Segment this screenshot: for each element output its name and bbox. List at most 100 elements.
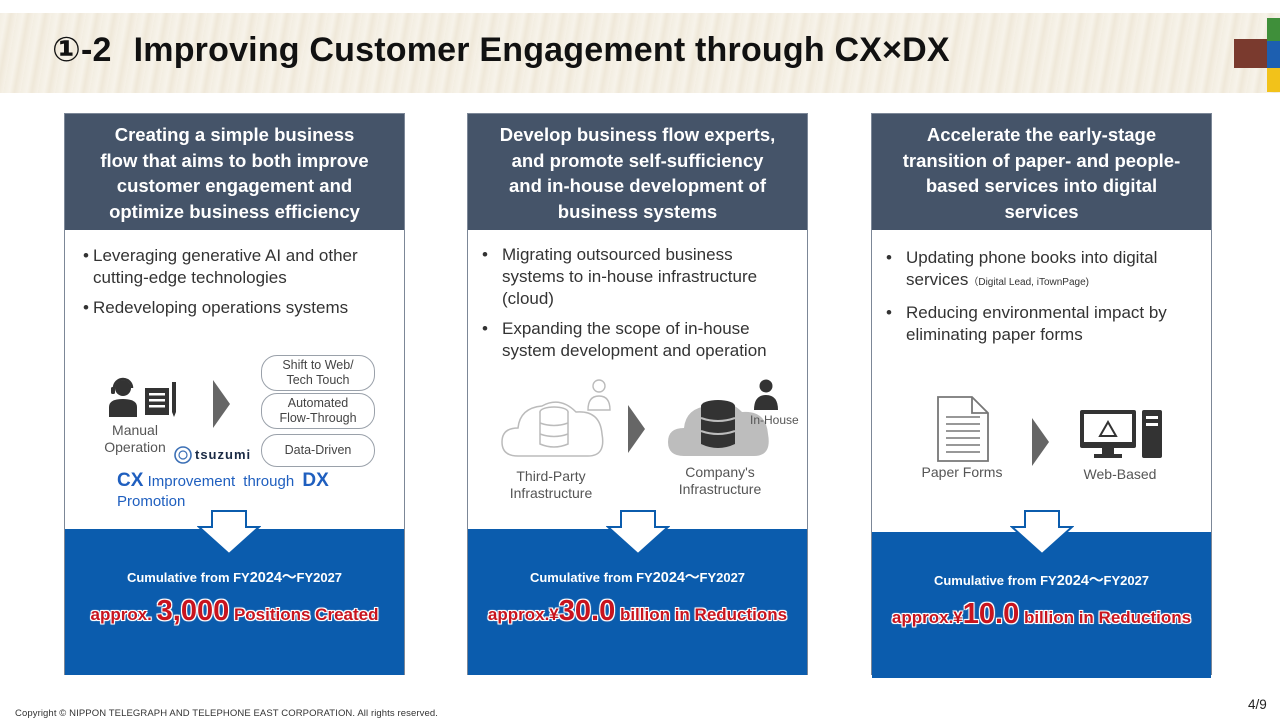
- heading-line: flow that aims to both improve: [100, 149, 369, 171]
- figure-prefix: approx.¥: [487, 605, 559, 624]
- bullet-list: Updating phone books into digital servic…: [886, 247, 1196, 354]
- cum-years: 2024〜: [1056, 573, 1104, 589]
- label-line: Infrastructure: [509, 485, 593, 501]
- cum-prefix: Cumulative from FY: [933, 573, 1057, 588]
- in-house-label: In-House: [750, 413, 799, 427]
- label-line: Manual: [112, 422, 158, 438]
- tsuzumi-logo-text: tsuzumi: [195, 447, 252, 462]
- result-figure: approx.¥10.0 billion in Reductions: [872, 598, 1211, 631]
- third-party-label: Third-Party Infrastructure: [496, 468, 606, 502]
- pill-automated-flow: Automated Flow-Through: [261, 393, 375, 429]
- cumulative-period: Cumulative from FY2024〜FY2027: [468, 566, 807, 587]
- cloud-database-filled-icon: [668, 400, 769, 456]
- down-arrow-icon: [197, 510, 261, 556]
- tsuzumi-logo-icon: [174, 446, 192, 464]
- section-number: ①-2: [52, 31, 112, 69]
- page-title: ①-2 Improving Customer Engagement through…: [52, 30, 950, 70]
- pill-line: Tech Touch: [286, 373, 350, 387]
- result-figure: approx.¥30.0 billion in Reductions: [468, 595, 807, 628]
- heading-line: Accelerate the early-stage: [926, 124, 1157, 145]
- label-line: Third-Party: [516, 468, 586, 484]
- paper-forms-label: Paper Forms: [921, 464, 1003, 480]
- column-heading: Creating a simple business flow that aim…: [65, 114, 404, 230]
- heading-line: and in-house development of: [509, 175, 766, 196]
- heading-line: customer engagement and: [116, 175, 353, 196]
- column-cx-business-flow: Creating a simple business flow that aim…: [64, 113, 405, 675]
- heading-line: Creating a simple business: [114, 124, 355, 145]
- cum-years: 2024〜: [249, 570, 297, 586]
- label-line: Operation: [104, 439, 166, 455]
- heading-line: and promote self-sufficiency: [511, 149, 764, 171]
- down-arrow-icon: [1010, 510, 1074, 556]
- cum-years: 2024〜: [652, 570, 700, 586]
- heading-line: based services into digital: [925, 175, 1158, 196]
- figure-number: 3,000: [156, 595, 230, 627]
- computer-recycle-icon: [1080, 410, 1162, 458]
- bullet-item: Expanding the scope of in-house system d…: [482, 318, 792, 362]
- bullet-item: Migrating outsourced business systems to…: [482, 244, 792, 310]
- down-arrow-icon: [606, 510, 670, 556]
- bullet-item: Reducing environmental impact by elimina…: [886, 302, 1196, 346]
- accent-square-green: [1267, 18, 1280, 41]
- column-paper-to-digital: Accelerate the early-stage transition of…: [871, 113, 1212, 678]
- result-box: Cumulative from FY2024〜FY2027 approx. 3,…: [65, 529, 404, 675]
- person-outline-icon: [587, 379, 611, 411]
- pill-line: Data-Driven: [284, 443, 352, 457]
- cum-end: FY2027: [1103, 573, 1150, 588]
- cloud-database-outline-icon: [501, 401, 604, 457]
- heading-line: business systems: [557, 200, 718, 222]
- manual-operation-label: Manual Operation: [95, 422, 175, 456]
- figure-suffix: billion in Reductions: [1023, 608, 1192, 627]
- bullet-item: Leveraging generative AI and other cutti…: [83, 245, 393, 289]
- figure-number: 10.0: [962, 598, 1020, 630]
- company-infrastructure-label: Company's Infrastructure: [664, 464, 776, 498]
- process-arrow: [1032, 418, 1049, 466]
- figure-prefix: approx.: [90, 605, 152, 624]
- cum-prefix: Cumulative from FY: [529, 570, 653, 585]
- page-number: 4/9: [1248, 697, 1267, 712]
- title-text: Improving Customer Engagement through CX…: [133, 31, 950, 69]
- document-pen-icon: [145, 382, 176, 417]
- process-arrow: [213, 380, 230, 428]
- pill-web-tech-touch: Shift to Web/ Tech Touch: [261, 355, 375, 391]
- result-figure: approx. 3,000 Positions Created: [65, 595, 404, 628]
- dx-keyword: DX: [302, 470, 329, 491]
- caption-word: Improvement: [147, 473, 236, 490]
- bullet-note: （Digital Lead, iTownPage): [968, 277, 1089, 288]
- label-line: Company's: [685, 464, 755, 480]
- bullet-item: Updating phone books into digital servic…: [886, 247, 1196, 294]
- cum-end: FY2027: [296, 570, 343, 585]
- bullet-text: Updating phone books into digital servic…: [906, 248, 1158, 289]
- heading-line: services: [1004, 200, 1079, 222]
- pill-line: Shift to Web/: [282, 358, 354, 372]
- column-heading: Develop business flow experts, and promo…: [468, 114, 807, 230]
- cx-keyword: CX: [117, 470, 144, 491]
- figure-suffix: billion in Reductions: [619, 605, 788, 624]
- heading-line: optimize business efficiency: [109, 200, 360, 222]
- title-band: [0, 13, 1280, 93]
- accent-square-brown: [1234, 39, 1267, 68]
- result-box: Cumulative from FY2024〜FY2027 approx.¥10…: [872, 532, 1211, 678]
- result-box: Cumulative from FY2024〜FY2027 approx.¥30…: [468, 529, 807, 675]
- cum-prefix: Cumulative from FY: [126, 570, 250, 585]
- column-heading: Accelerate the early-stage transition of…: [872, 114, 1211, 230]
- cumulative-period: Cumulative from FY2024〜FY2027: [65, 566, 404, 587]
- accent-square-blue: [1267, 41, 1280, 68]
- column-in-house-development: Develop business flow experts, and promo…: [467, 113, 808, 675]
- bullet-item: Redeveloping operations systems: [83, 297, 393, 319]
- copyright-footer: Copyright © NIPPON TELEGRAPH AND TELEPHO…: [15, 708, 439, 719]
- bullet-list: Leveraging generative AI and other cutti…: [83, 245, 393, 327]
- pill-line: Flow-Through: [279, 411, 357, 425]
- accent-square-yellow: [1267, 68, 1280, 92]
- operator-headset-icon: [109, 377, 137, 417]
- process-arrow: [628, 405, 645, 453]
- pill-line: Automated: [287, 396, 349, 410]
- figure-suffix: Positions Created: [233, 605, 379, 624]
- figure-prefix: approx.¥: [891, 608, 963, 627]
- person-filled-icon: [754, 379, 778, 410]
- figure-number: 30.0: [558, 595, 616, 627]
- cum-end: FY2027: [699, 570, 746, 585]
- cumulative-period: Cumulative from FY2024〜FY2027: [872, 569, 1211, 590]
- paper-document-icon: [937, 396, 989, 462]
- cx-dx-caption: CX Improvement through DX Promotion: [117, 471, 377, 512]
